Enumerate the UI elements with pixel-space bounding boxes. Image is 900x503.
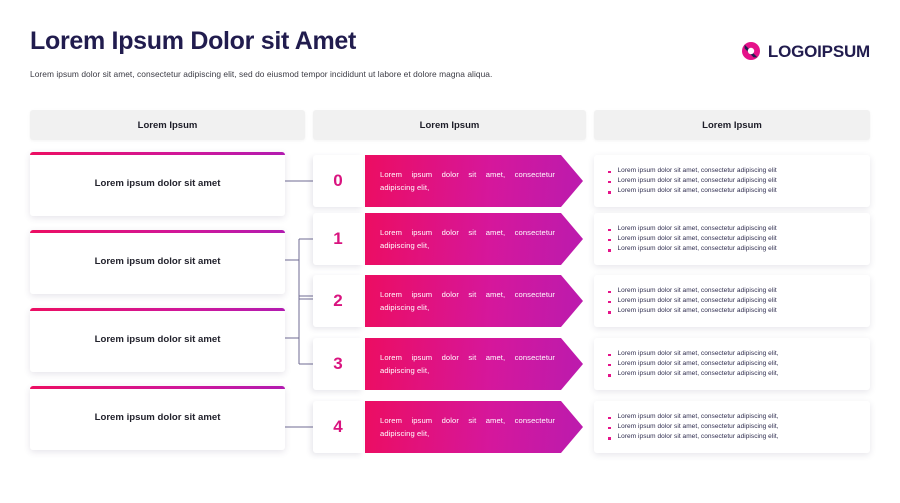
bullet-text: Lorem ipsum dolor sit amet, consectetur … (617, 433, 779, 441)
bullet-dot-icon (608, 311, 611, 314)
arrow-text: Lorem ipsum dolor sit amet, consectetur … (380, 415, 555, 438)
list-item: Lorem ipsum dolor sit amet, consectetur … (608, 166, 858, 176)
bullet-text: Lorem ipsum dolor sit amet, consectetur … (617, 296, 777, 304)
list-item: Lorem ipsum dolor sit amet, consectetur … (608, 306, 858, 316)
bullet-dot-icon (608, 416, 611, 420)
list-item: Lorem ipsum dolor sit amet, consectetur … (608, 349, 858, 359)
bullet-text: Lorem ipsum dolor sit amet, consectetur … (617, 412, 779, 420)
list-item: Lorem ipsum dolor sit amet, consectetur … (608, 244, 858, 254)
list-item: Lorem ipsum dolor sit amet, consectetur … (608, 422, 858, 432)
logoipsum-circle-slash-icon (741, 41, 761, 61)
bullet-text: Lorem ipsum dolor sit amet, consectetur … (617, 370, 779, 378)
bullet-text: Lorem ipsum dolor sit amet, consectetur … (617, 224, 777, 232)
bullet-dot-icon (608, 300, 611, 304)
bullet-dot-icon (608, 437, 611, 440)
bullet-dot-icon (608, 363, 611, 367)
logo-wordmark: LOGOIPSUM (767, 41, 870, 61)
bullet-card[interactable]: Lorem ipsum dolor sit amet, consectetur … (594, 275, 870, 327)
bullet-text: Lorem ipsum dolor sit amet, consectetur … (617, 187, 777, 195)
left-card[interactable]: Lorem ipsum dolor sit amet (30, 230, 285, 294)
list-item: Lorem ipsum dolor sit amet, consectetur … (608, 369, 858, 379)
list-item: Lorem ipsum dolor sit amet, consectetur … (608, 432, 858, 442)
step-number: 3 (313, 338, 363, 390)
page-title: Lorem Ipsum Dolor sit Amet (30, 27, 357, 55)
arrow-text: Lorem ipsum dolor sit amet, consectetur … (380, 289, 555, 312)
bullet-dot-icon (608, 228, 611, 232)
bullet-text: Lorem ipsum dolor sit amet, consectetur … (617, 422, 779, 430)
left-card[interactable]: Lorem ipsum dolor sit amet (30, 152, 285, 216)
step-number: 4 (313, 401, 363, 453)
bullet-text: Lorem ipsum dolor sit amet, consectetur … (617, 359, 779, 367)
left-card-label: Lorem ipsum dolor sit amet (94, 255, 221, 267)
arrow-text: Lorem ipsum dolor sit amet, consectetur … (380, 169, 555, 192)
column-header-2: Lorem Ipsum (313, 110, 586, 140)
arrow-banner[interactable]: Lorem ipsum dolor sit amet, consectetur … (365, 155, 583, 207)
bullet-dot-icon (608, 353, 611, 357)
bullet-text: Lorem ipsum dolor sit amet, consectetur … (617, 286, 777, 294)
bullet-text: Lorem ipsum dolor sit amet, consectetur … (617, 166, 777, 174)
step-number: 2 (313, 275, 363, 327)
bullet-text: Lorem ipsum dolor sit amet, consectetur … (617, 234, 777, 242)
left-card-label: Lorem ipsum dolor sit amet (94, 411, 221, 423)
page-header: Lorem Ipsum Dolor sit Amet Lorem ipsum d… (0, 0, 900, 100)
arrow-text: Lorem ipsum dolor sit amet, consectetur … (380, 227, 555, 250)
bullet-card[interactable]: Lorem ipsum dolor sit amet, consectetur … (594, 213, 870, 265)
left-card[interactable]: Lorem ipsum dolor sit amet (30, 386, 285, 450)
list-item: Lorem ipsum dolor sit amet, consectetur … (608, 412, 858, 422)
list-item: Lorem ipsum dolor sit amet, consectetur … (608, 176, 858, 186)
column-header-3: Lorem Ipsum (594, 110, 870, 140)
left-card-label: Lorem ipsum dolor sit amet (94, 333, 221, 345)
arrow-banner[interactable]: Lorem ipsum dolor sit amet, consectetur … (365, 401, 583, 453)
arrow-banner[interactable]: Lorem ipsum dolor sit amet, consectetur … (365, 338, 583, 390)
list-item: Lorem ipsum dolor sit amet, consectetur … (608, 296, 858, 306)
bullet-dot-icon (608, 374, 611, 377)
bullet-card[interactable]: Lorem ipsum dolor sit amet, consectetur … (594, 401, 870, 453)
bullet-text: Lorem ipsum dolor sit amet, consectetur … (617, 245, 777, 253)
bullet-dot-icon (608, 170, 611, 174)
bullet-dot-icon (608, 180, 611, 184)
arrow-banner[interactable]: Lorem ipsum dolor sit amet, consectetur … (365, 213, 583, 265)
arrow-text: Lorem ipsum dolor sit amet, consectetur … (380, 352, 555, 375)
list-item: Lorem ipsum dolor sit amet, consectetur … (608, 286, 858, 296)
list-item: Lorem ipsum dolor sit amet, consectetur … (608, 224, 858, 234)
page-subtitle: Lorem ipsum dolor sit amet, consectetur … (30, 69, 493, 79)
bullet-card[interactable]: Lorem ipsum dolor sit amet, consectetur … (594, 338, 870, 390)
left-card[interactable]: Lorem ipsum dolor sit amet (30, 308, 285, 372)
bullet-dot-icon (608, 426, 611, 430)
arrow-banner[interactable]: Lorem ipsum dolor sit amet, consectetur … (365, 275, 583, 327)
left-card-label: Lorem ipsum dolor sit amet (94, 177, 221, 189)
bullet-text: Lorem ipsum dolor sit amet, consectetur … (617, 307, 777, 315)
list-item: Lorem ipsum dolor sit amet, consectetur … (608, 359, 858, 369)
bullet-dot-icon (608, 238, 611, 242)
list-item: Lorem ipsum dolor sit amet, consectetur … (608, 186, 858, 196)
bullet-dot-icon (608, 191, 611, 194)
bullet-card[interactable]: Lorem ipsum dolor sit amet, consectetur … (594, 155, 870, 207)
bullet-text: Lorem ipsum dolor sit amet, consectetur … (617, 176, 777, 184)
brand-logo: LOGOIPSUM (741, 41, 870, 61)
step-number: 1 (313, 213, 363, 265)
column-header-1: Lorem Ipsum (30, 110, 305, 140)
step-number: 0 (313, 155, 363, 207)
bullet-dot-icon (608, 290, 611, 294)
bullet-dot-icon (608, 249, 611, 252)
bullet-text: Lorem ipsum dolor sit amet, consectetur … (617, 349, 779, 357)
list-item: Lorem ipsum dolor sit amet, consectetur … (608, 234, 858, 244)
